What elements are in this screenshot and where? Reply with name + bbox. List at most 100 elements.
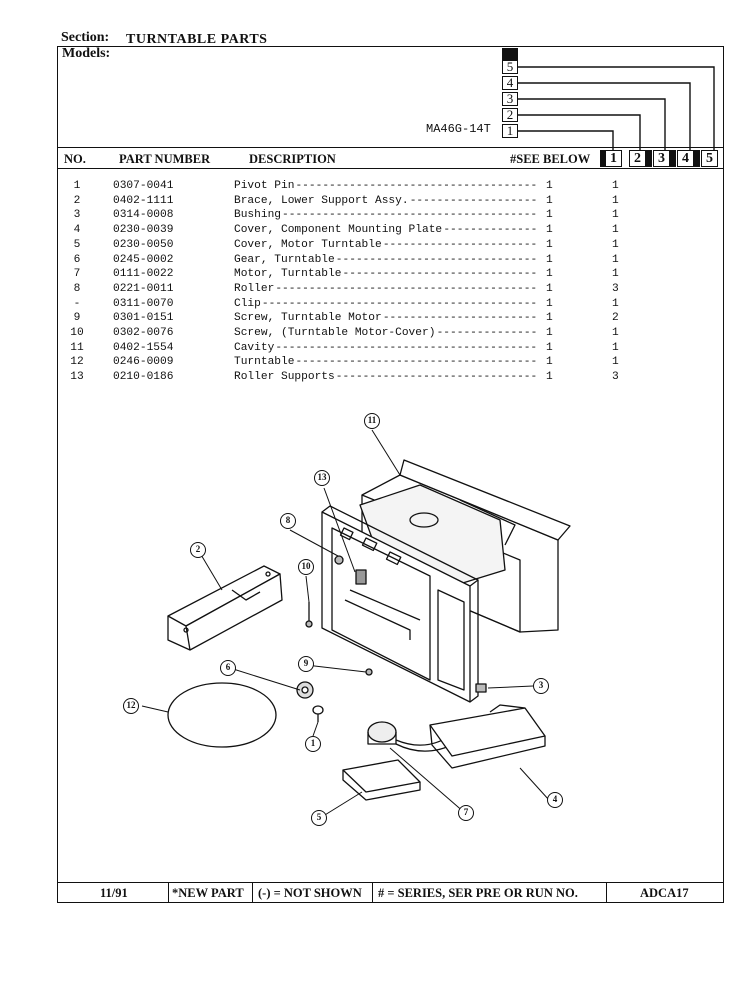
callout-11: 11 <box>364 413 380 429</box>
callout-6: 6 <box>220 660 236 676</box>
see-below-value: 1 <box>546 194 553 207</box>
model-box-5: 5 <box>502 60 518 74</box>
part-number: 0311-0070 <box>113 297 174 310</box>
callout-8: 8 <box>280 513 296 529</box>
callout-12: 12 <box>123 698 139 714</box>
part-number: 0307-0041 <box>113 180 174 192</box>
footer-divider <box>372 882 373 903</box>
part-description: Pivot Pin <box>234 180 295 192</box>
part-number: 0301-0151 <box>113 312 174 325</box>
model-box-2: 2 <box>502 108 518 122</box>
item-number: 4 <box>73 224 81 237</box>
header-rule-bottom <box>57 168 724 169</box>
model-1-quantity: 1 <box>612 224 619 237</box>
dash-leader: ------------------------------ <box>335 253 538 266</box>
screw-motor-part <box>365 668 373 676</box>
item-number: 1 <box>73 180 81 192</box>
part-description: Screw, (Turntable Motor-Cover) <box>234 327 436 339</box>
see-below-value: 1 <box>546 312 553 325</box>
model-1-quantity: 1 <box>612 297 619 310</box>
item-number: 3 <box>73 209 81 222</box>
callout-1: 1 <box>305 736 321 752</box>
footer-not-shown: (-) = NOT SHOWN <box>258 886 362 900</box>
dash-leader: ------------------------------------ <box>295 356 538 369</box>
models-label: Models: <box>62 46 111 61</box>
see-below-value: 1 <box>546 209 553 222</box>
see-below-value: 1 <box>546 253 553 266</box>
callout-2: 2 <box>190 542 206 558</box>
callout-13: 13 <box>314 470 330 486</box>
col-header-model-1: 1 <box>605 150 622 167</box>
section-title: TURNTABLE PARTS <box>126 32 268 47</box>
see-below-value: 1 <box>546 238 553 251</box>
model-box-4: 4 <box>502 76 518 90</box>
model-name: MA46G-14T <box>426 122 491 136</box>
item-number: 7 <box>73 268 81 281</box>
col-header-model-2: 2 <box>629 150 646 167</box>
model-1-quantity: 1 <box>612 327 619 339</box>
mounting-plate-cover-part <box>429 704 546 769</box>
item-number: 13 <box>70 371 84 384</box>
part-number: 0314-0008 <box>113 209 174 222</box>
dash-leader: ----------------------- <box>382 312 538 325</box>
motor-cover-part <box>342 759 421 801</box>
dash-leader: ----------------------- <box>382 238 538 251</box>
model-1-quantity: 3 <box>612 282 619 295</box>
footer-series: # = SERIES, SER PRE OR RUN NO. <box>378 886 578 900</box>
part-description: Roller Supports <box>234 371 335 384</box>
col-marker <box>694 150 700 167</box>
col-header-model-4: 4 <box>677 150 694 167</box>
section-label: Section: <box>61 30 110 45</box>
part-description: Screw, Turntable Motor <box>234 312 382 325</box>
model-1-quantity: 1 <box>612 253 619 266</box>
model-1-quantity: 1 <box>612 194 619 207</box>
see-below-value: 1 <box>546 356 553 369</box>
model-1-quantity: 1 <box>612 238 619 251</box>
footer-code: ADCA17 <box>640 886 689 900</box>
footer-divider <box>252 882 253 903</box>
part-number: 0246-0009 <box>113 356 174 369</box>
see-below-value: 1 <box>546 341 553 354</box>
part-description: Roller <box>234 282 275 295</box>
see-below-value: 1 <box>546 327 553 339</box>
see-below-value: 1 <box>546 282 553 295</box>
item-number: 2 <box>73 194 81 207</box>
model-box-cap <box>502 48 518 60</box>
dash-leader: -------------------------------------- <box>282 209 538 222</box>
model-1-quantity: 1 <box>612 209 619 222</box>
col-header-part-number: PART NUMBER <box>119 152 211 166</box>
turntable-part <box>167 682 277 748</box>
footer-rule <box>57 882 724 883</box>
see-below-value: 1 <box>546 297 553 310</box>
item-number: 6 <box>73 253 81 266</box>
part-number: 0402-1554 <box>113 341 174 354</box>
item-number: 5 <box>73 238 81 251</box>
model-1-quantity: 1 <box>612 356 619 369</box>
pivot-pin-part <box>312 705 324 722</box>
col-header-model-3: 3 <box>653 150 670 167</box>
brace-part <box>167 565 283 651</box>
model-1-quantity: 1 <box>612 180 619 192</box>
callout-7: 7 <box>458 805 474 821</box>
item-number: 10 <box>70 327 84 339</box>
model-1-quantity: 2 <box>612 312 619 325</box>
gear-part <box>296 681 314 699</box>
model-1-quantity: 1 <box>612 268 619 281</box>
item-number: - <box>73 297 81 310</box>
part-description: Gear, Turntable <box>234 253 335 266</box>
model-1-quantity: 1 <box>612 341 619 354</box>
dash-leader: ------------------- <box>409 194 538 207</box>
footer-divider <box>606 882 607 903</box>
part-description: Cover, Motor Turntable <box>234 238 382 251</box>
see-below-value: 1 <box>546 371 553 384</box>
model-box-3: 3 <box>502 92 518 106</box>
part-number: 0302-0076 <box>113 327 174 339</box>
dash-leader: --------------------------------------- <box>275 282 538 295</box>
roller-support-part <box>355 569 367 585</box>
screw-cover-part <box>305 620 313 628</box>
page-frame <box>57 46 724 903</box>
item-number: 9 <box>73 312 81 325</box>
callout-9: 9 <box>298 656 314 672</box>
col-header-description: DESCRIPTION <box>249 152 336 166</box>
part-description: Motor, Turntable <box>234 268 342 281</box>
